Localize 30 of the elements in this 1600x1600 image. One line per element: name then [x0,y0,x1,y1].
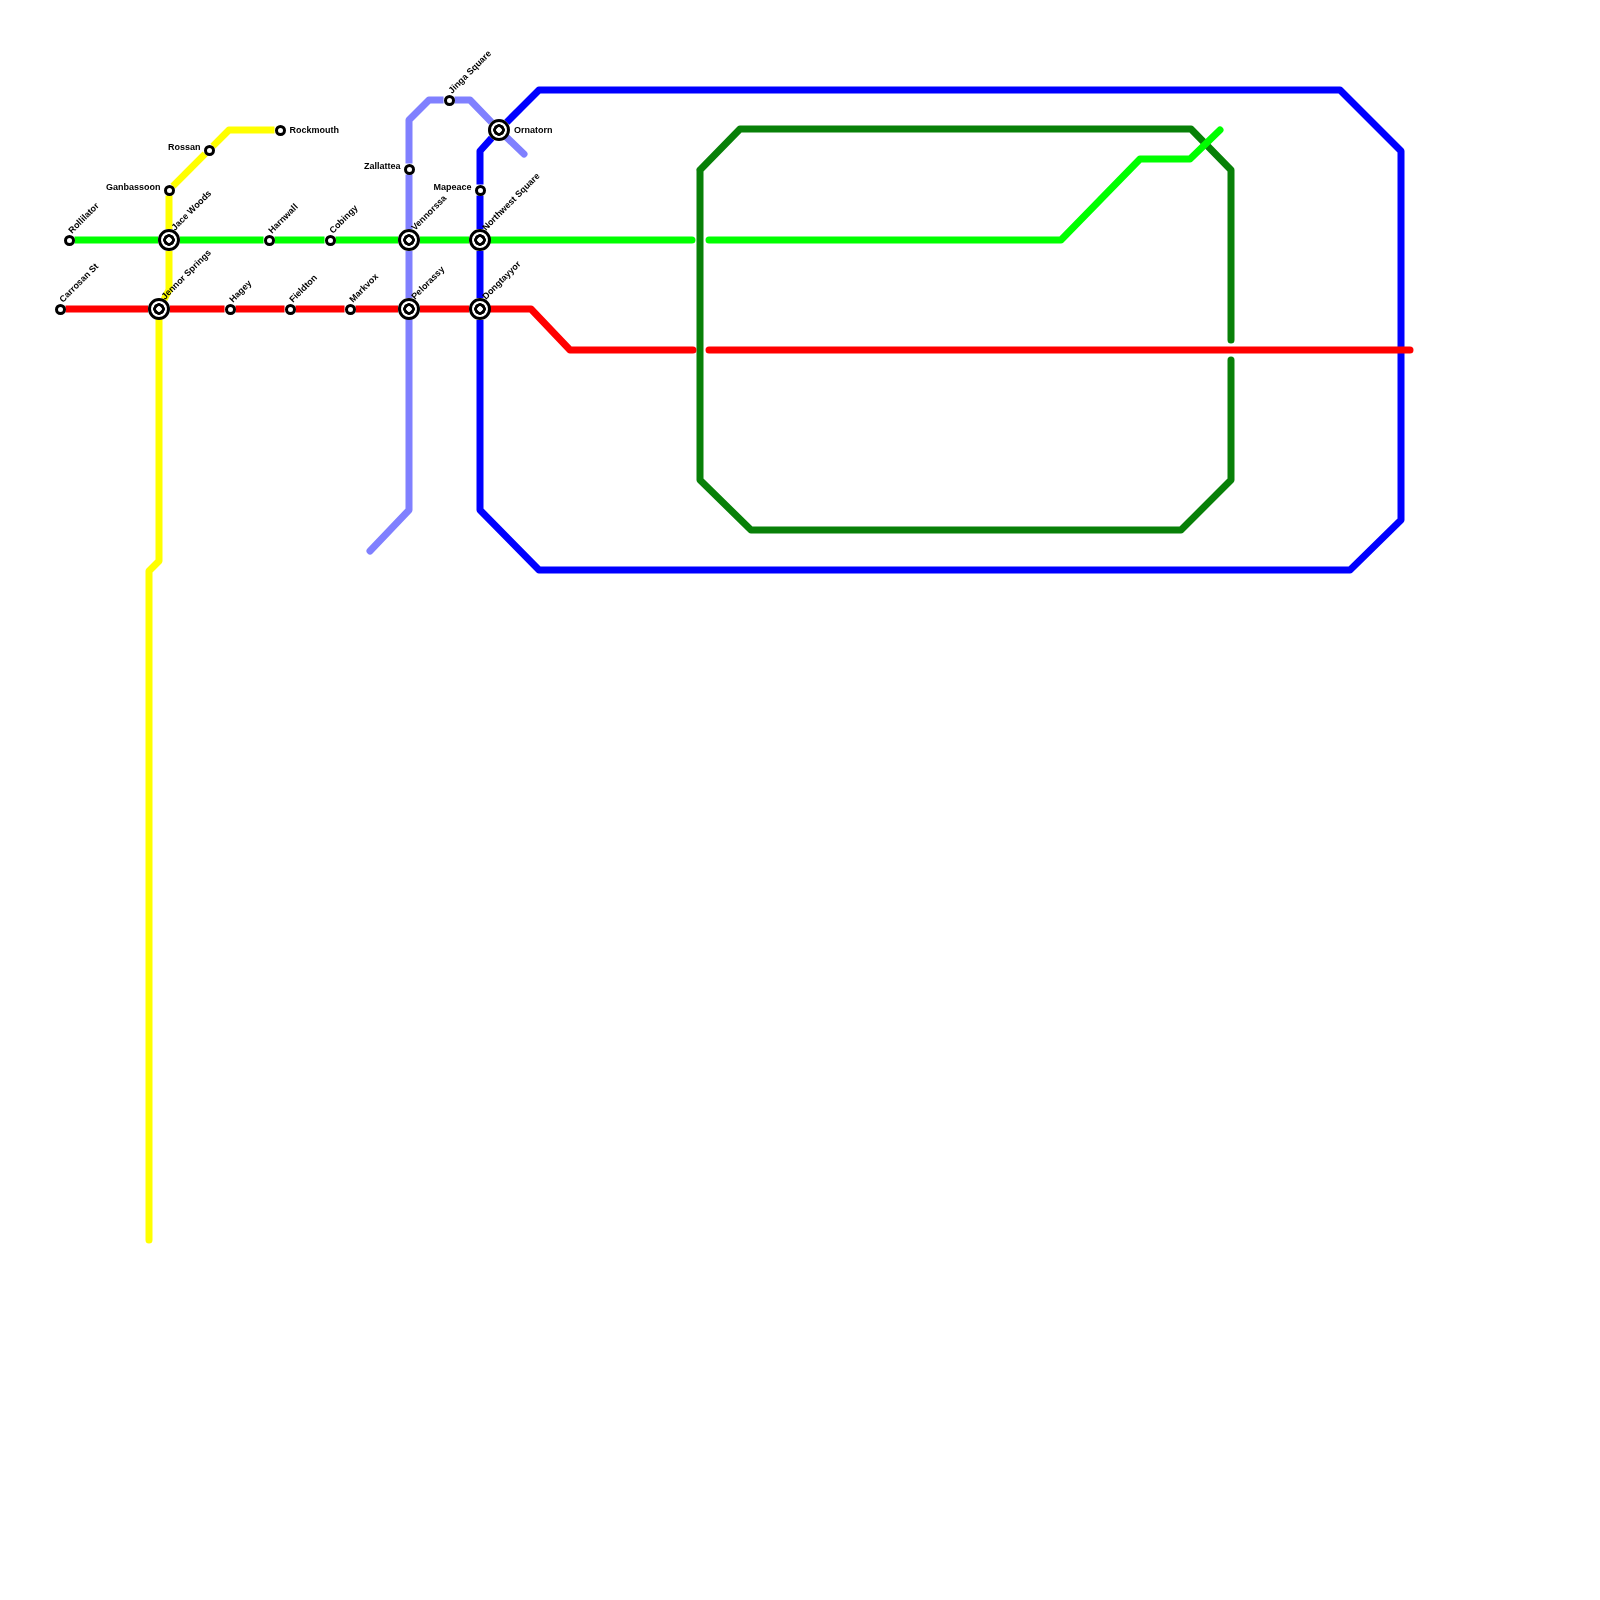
station-name: Ornatorn [514,124,553,136]
transit-line [405,96,444,164]
transit-line [295,305,345,313]
transit-line [476,251,484,298]
transit-line [420,236,469,244]
station-name: Mapeace [433,182,472,193]
transit-line [235,305,285,313]
station-name: Rossan [168,142,201,153]
transit-line [476,195,484,229]
transit-line [170,151,208,189]
transit-line [180,236,264,244]
transit-line [161,251,173,301]
transit-line [274,236,325,244]
transit-line [454,96,494,125]
transit-line [405,174,413,229]
station-name: Zallattea [364,161,401,172]
transit-line [355,305,398,313]
transit-line [420,305,469,313]
station-name: Rockmouth [289,124,339,136]
transit-line [503,134,528,158]
transit-line [65,305,148,313]
transit-line [405,251,413,298]
transit-line [170,305,225,313]
transit-line [210,126,275,149]
station-name: Ganbassoon [106,182,161,193]
transit-line [74,236,158,244]
transit-line [335,236,398,244]
transit-line [476,86,1405,574]
transit-line [165,195,173,229]
transit-line [476,135,495,185]
